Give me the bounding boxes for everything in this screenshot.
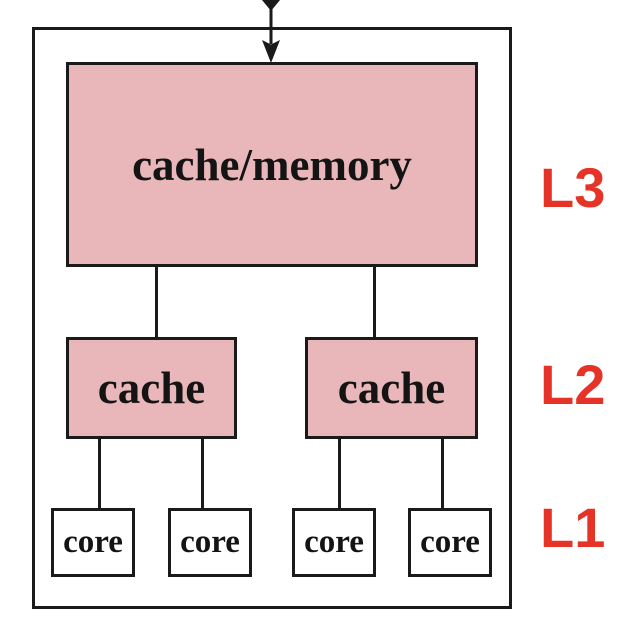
core-box-4: core — [408, 508, 492, 577]
arrow-down-head-icon — [262, 40, 280, 63]
connector-line — [98, 437, 101, 510]
level-label-l1: L1 — [540, 496, 606, 559]
l2-cache-box-left: cache — [66, 337, 237, 439]
core-label: core — [63, 524, 123, 560]
connector-line — [201, 437, 204, 510]
l3-cache-memory-box: cache/memory — [66, 62, 478, 267]
level-label-l2: L2 — [540, 353, 606, 416]
connector-line — [155, 265, 158, 339]
arrow-shaft — [269, 2, 273, 44]
core-label: core — [180, 524, 240, 560]
l3-cache-memory-label: cache/memory — [132, 139, 412, 190]
connector-line — [441, 437, 444, 510]
connector-line — [338, 437, 341, 510]
chip-boundary-box — [32, 27, 512, 609]
core-label: core — [304, 524, 364, 560]
core-label: core — [420, 524, 480, 560]
core-box-3: core — [292, 508, 376, 577]
arrow-up-head-icon — [262, 0, 280, 9]
l2-cache-label: cache — [97, 363, 206, 413]
connector-line — [373, 265, 376, 339]
l2-cache-label: cache — [337, 363, 446, 413]
level-label-l3: L3 — [540, 156, 606, 219]
memory-bus-arrow-icon — [262, 0, 280, 63]
core-box-2: core — [168, 508, 252, 577]
core-box-1: core — [51, 508, 135, 577]
l2-cache-box-right: cache — [305, 337, 478, 439]
